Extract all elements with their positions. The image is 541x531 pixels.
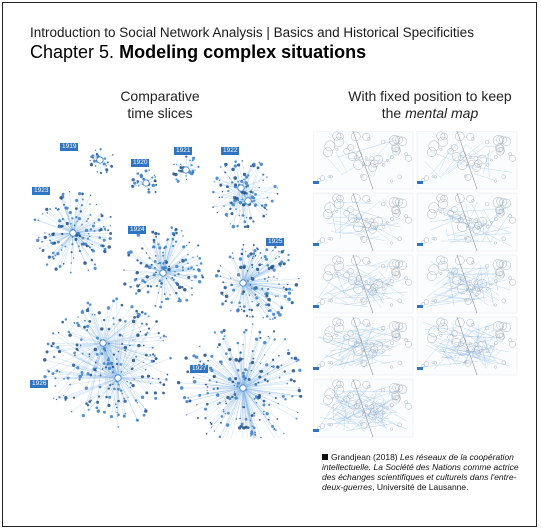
network-1919 bbox=[89, 148, 114, 175]
year-label-1920: 1920 bbox=[131, 159, 150, 167]
year-label-1924: 1924 bbox=[128, 226, 147, 234]
network-1921 bbox=[172, 155, 200, 183]
right-title-line1: With fixed position to keep bbox=[348, 88, 512, 104]
year-label-1923: 1923 bbox=[32, 187, 51, 195]
year-label-1921: 1921 bbox=[174, 147, 193, 155]
bullet-square bbox=[322, 454, 328, 460]
year-label-1927: 1927 bbox=[190, 365, 209, 373]
year-label-1919: 1919 bbox=[60, 143, 79, 151]
fixed-network-panel bbox=[313, 316, 414, 376]
fixed-network-panel bbox=[313, 378, 414, 438]
year-label-1925: 1925 bbox=[266, 238, 285, 246]
right-title-italic: mental map bbox=[405, 105, 479, 121]
network-1926 bbox=[43, 297, 172, 428]
network-1920 bbox=[131, 169, 158, 194]
left-panel-title: Comparative time slices bbox=[80, 88, 240, 122]
left-title-line2: time slices bbox=[127, 105, 193, 121]
network-1925 bbox=[214, 243, 300, 320]
citation-title: Les réseaux de la coopération intellectu… bbox=[322, 452, 519, 492]
fixed-network-panel bbox=[313, 131, 414, 190]
right-title-prefix: the bbox=[381, 105, 402, 121]
chapter-prefix: Chapter 5. bbox=[30, 42, 115, 62]
citation-author: Grandjean (2018) bbox=[331, 452, 398, 462]
network-1924 bbox=[123, 226, 205, 309]
chapter-title: Chapter 5. Modeling complex situations bbox=[30, 42, 366, 63]
network-1923 bbox=[33, 191, 113, 274]
fixed-network-panel bbox=[416, 254, 518, 314]
fixed-network-panel bbox=[313, 192, 414, 252]
fixed-network-panel bbox=[416, 316, 518, 376]
year-label-1926: 1926 bbox=[30, 380, 49, 388]
chapter-name: Modeling complex situations bbox=[119, 42, 367, 62]
network-1922 bbox=[212, 160, 279, 229]
time-slice-networks bbox=[33, 148, 303, 438]
citation-publisher: , Université de Lausanne. bbox=[372, 482, 469, 492]
citation: Grandjean (2018) Les réseaux de la coopé… bbox=[322, 452, 522, 492]
right-title-line2: the mental map bbox=[320, 105, 540, 122]
network-1927 bbox=[176, 323, 303, 438]
fixed-network-panel bbox=[416, 192, 518, 252]
year-label-1922: 1922 bbox=[221, 147, 240, 155]
course-header: Introduction to Social Network Analysis … bbox=[30, 25, 474, 40]
fixed-network-panel bbox=[416, 131, 518, 190]
right-panel-title: With fixed position to keep the mental m… bbox=[320, 88, 540, 122]
fixed-position-networks bbox=[313, 131, 518, 438]
fixed-network-panel bbox=[313, 254, 414, 314]
left-title-line1: Comparative bbox=[120, 88, 200, 104]
